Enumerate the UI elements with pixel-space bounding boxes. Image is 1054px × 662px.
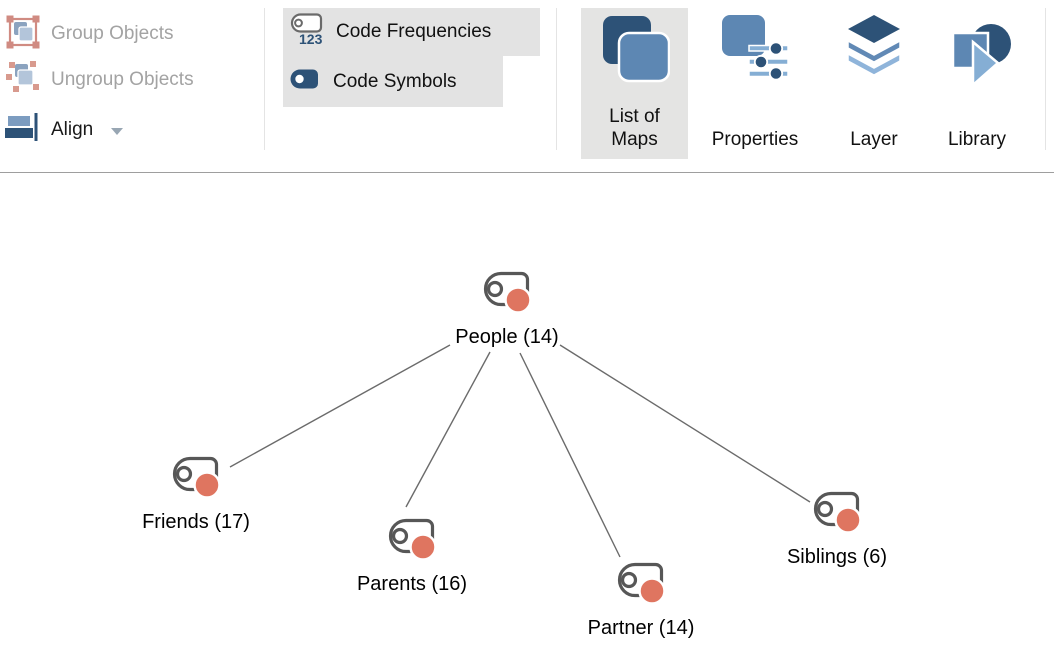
- toolbar-divider: [264, 8, 265, 150]
- code-symbols-toggle[interactable]: Code Symbols: [283, 56, 503, 107]
- group-objects-label: Group Objects: [51, 23, 174, 44]
- code-symbol-icon: [615, 561, 667, 612]
- code-symbol-icon: [170, 455, 222, 506]
- toolbar-divider: [556, 8, 557, 150]
- layer-icon: [846, 13, 902, 82]
- group-objects-icon: [5, 14, 45, 55]
- ungroup-objects-label: Ungroup Objects: [51, 69, 194, 90]
- code-symbol-icon: [481, 270, 533, 321]
- code-node-partner[interactable]: Partner (14): [531, 561, 751, 640]
- list-of-maps-icon: [600, 13, 670, 88]
- library-icon: [943, 13, 1011, 92]
- svg-text:123: 123: [299, 31, 323, 47]
- group-objects-button[interactable]: Group Objects: [0, 12, 174, 56]
- code-node-people[interactable]: People (14): [397, 270, 617, 349]
- code-frequencies-label: Code Frequencies: [336, 21, 492, 42]
- code-node-parents[interactable]: Parents (16): [302, 517, 522, 596]
- code-node-label: Siblings (6): [786, 546, 888, 568]
- code-symbols-icon: [289, 68, 323, 95]
- edge-people-friends: [229, 344, 451, 468]
- code-frequencies-toggle[interactable]: 123 Code Frequencies: [283, 8, 540, 56]
- align-dropdown-chevron-icon[interactable]: [111, 128, 124, 135]
- code-node-label: People (14): [455, 326, 559, 348]
- ungroup-objects-icon: [5, 60, 45, 101]
- code-frequencies-icon: 123: [289, 12, 326, 52]
- code-node-label: Parents (16): [356, 573, 468, 595]
- align-label: Align: [51, 119, 94, 140]
- code-node-friends[interactable]: Friends (17): [86, 455, 306, 534]
- align-icon: [5, 112, 45, 148]
- edge-people-partner: [519, 352, 621, 558]
- code-node-siblings[interactable]: Siblings (6): [727, 490, 947, 569]
- layer-button[interactable]: Layer: [838, 8, 910, 159]
- list-of-maps-label: List of Maps: [609, 106, 660, 150]
- toolbar-separator: [0, 172, 1054, 173]
- code-symbol-icon: [386, 517, 438, 568]
- code-symbol-icon: [811, 490, 863, 541]
- properties-label: Properties: [711, 129, 799, 150]
- library-button[interactable]: Library: [928, 8, 1026, 159]
- layer-label: Layer: [850, 129, 898, 150]
- ungroup-objects-button[interactable]: Ungroup Objects: [0, 58, 194, 102]
- edge-people-parents: [405, 351, 491, 508]
- list-of-maps-button[interactable]: List of Maps: [581, 8, 688, 159]
- toolbar: Group Objects Ungroup Objects: [0, 0, 1054, 172]
- properties-icon: [720, 13, 790, 84]
- code-node-label: Partner (14): [587, 617, 695, 639]
- code-symbols-label: Code Symbols: [333, 70, 457, 92]
- toolbar-divider: [1045, 8, 1046, 150]
- properties-button[interactable]: Properties: [700, 8, 810, 159]
- edge-people-siblings: [559, 344, 811, 503]
- library-label: Library: [947, 129, 1007, 150]
- code-node-label: Friends (17): [142, 511, 250, 533]
- align-button[interactable]: Align: [0, 108, 124, 152]
